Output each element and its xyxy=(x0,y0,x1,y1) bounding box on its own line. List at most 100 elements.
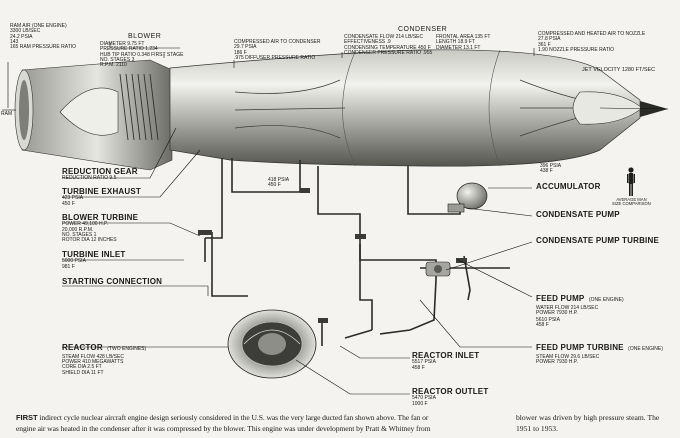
heated-air-line: 361 F xyxy=(538,41,551,48)
blower-block: DIAMETER 9.75 FT PRESSURE RATIO 1.234 HU… xyxy=(100,41,184,68)
ram-air-line: 3300 LB/SEC xyxy=(10,28,41,35)
turbine-inlet-callout: TURBINE INLET 5000 PSIA 981 F xyxy=(62,250,126,270)
reactor-sub: POWER 410 MEGAWATTS xyxy=(62,359,124,366)
feed-pump-turbine-sub: POWER 7930 H.P. xyxy=(536,359,578,366)
man-caption-line: AVERAGE MAN xyxy=(616,197,647,202)
heated-air-block: COMPRESSED AND HEATED AIR TO NOZZLE 27.8… xyxy=(538,31,646,53)
pipe-5610-label: 5610 PSIA 458 F xyxy=(536,317,560,329)
valves xyxy=(198,188,467,323)
ram-air-block: RAM AIR (ONE ENGINE) 3300 LB/SEC 24.2 PS… xyxy=(10,23,77,50)
ducted-fan-engine xyxy=(2,49,669,171)
steam-piping xyxy=(204,158,510,346)
pipe-396-label: 396 PSIA 438 F xyxy=(540,163,562,175)
reactor-outlet-sub: 1000 F xyxy=(412,400,428,407)
reactor-outlet-callout: REACTOR OUTLET 5470 PSIA 1000 F xyxy=(412,387,489,407)
turbine-exhaust-label: TURBINE EXHAUST xyxy=(62,187,142,196)
ram-side-label: RAM xyxy=(1,111,13,117)
blower-turbine-sub: ROTOR DIA 12 INCHES xyxy=(62,237,117,244)
man-caption: AVERAGE MAN SIZE COMPARISON xyxy=(612,197,651,207)
caption-column-2: blower was driven by high pressure steam… xyxy=(516,413,678,434)
accumulator-label: ACCUMULATOR xyxy=(536,182,601,191)
pipe-5610-line: 458 F xyxy=(536,322,549,329)
ram-air-line: 165 RAM PRESSURE RATIO xyxy=(10,44,77,50)
blower-line: R.P.M. 2110 xyxy=(100,62,127,68)
pipe-396-line: 438 F xyxy=(540,168,553,175)
blower-turbine-callout: BLOWER TURBINE POWER 49,100 H.P. 20,000 … xyxy=(62,213,139,244)
condenser-heading: CONDENSER xyxy=(398,26,448,33)
pipe-396-line: 396 PSIA xyxy=(540,163,562,169)
feed-pump-turbine-label: FEED PUMP TURBINE xyxy=(536,343,624,352)
caption-text: indirect cycle nuclear aircraft engine d… xyxy=(39,413,429,422)
turbine-inlet-label: TURBINE INLET xyxy=(62,250,126,259)
reactor-inlet-sub: 458 F xyxy=(412,364,425,371)
reactor-label-note: (TWO ENGINES) xyxy=(107,346,147,352)
pipe-418-line: 450 F xyxy=(268,182,281,189)
reactor-sub: SHIELD DIA 11 FT xyxy=(62,369,104,376)
starting-connection-label: STARTING CONNECTION xyxy=(62,277,163,286)
compressed-air-block: COMPRESSED AIR TO CONDENSER 29.7 PSIA 18… xyxy=(234,39,321,61)
compressed-air-line: .975 DIFFUSER PRESSURE RATIO xyxy=(234,54,316,61)
caption-lead: FIRST xyxy=(16,413,38,422)
heated-air-title: COMPRESSED AND HEATED AIR TO NOZZLE xyxy=(538,31,646,37)
leader-lines xyxy=(7,42,535,395)
starting-connection-callout: STARTING CONNECTION xyxy=(62,277,163,286)
feed-pump-label-note: (ONE ENGINE) xyxy=(588,297,624,303)
accumulator-tank xyxy=(447,182,488,213)
turbine-inlet-sub: 5000 PSIA xyxy=(62,258,86,265)
reactor-sub: STEAM FLOW 428 LB/SEC xyxy=(62,353,124,360)
feed-pump-label: FEED PUMP xyxy=(536,294,585,303)
condenser-dim-line: FRONTAL AREA 135 FT xyxy=(436,34,491,40)
condenser-block: CONDENSATE FLOW 214 LB/SEC EFFECTIVENESS… xyxy=(344,34,432,56)
condenser-dim-line: DIAMETER 13.1 FT xyxy=(436,44,481,51)
caption-text: engine air was heated in the condenser a… xyxy=(16,423,431,433)
reactor-inlet-callout: REACTOR INLET 5517 PSIA 458 F xyxy=(412,351,480,371)
caption-column-1: FIRST indirect cycle nuclear aircraft en… xyxy=(16,413,508,434)
blower-turbine-sub: 20,000 R.P.M. xyxy=(62,226,94,233)
blower-turbine-sub: POWER 49,100 H.P. xyxy=(62,221,109,228)
blower-turbine-sub: NO. STAGES 1 xyxy=(62,231,97,238)
condenser-line: CONDENSING TEMPERATURE 450 F xyxy=(344,44,431,51)
turbine-inlet-sub: 981 F xyxy=(62,263,75,270)
heated-air-line: 1.90 NOZZLE PRESSURE RATIO xyxy=(538,46,615,53)
heated-air-line: 27.8 PSIA xyxy=(538,36,561,43)
caption-text: 1951 to 1953. xyxy=(516,423,558,433)
caption-text: blower was driven by high pressure steam… xyxy=(516,413,660,422)
reduction-gear-label: REDUCTION GEAR xyxy=(62,167,138,176)
compressed-air-line: 186 F xyxy=(234,49,247,56)
reactor-inlet-label: REACTOR INLET xyxy=(412,351,480,360)
blower-line: NO. STAGES 3 xyxy=(100,56,135,63)
ram-air-title: RAM AIR (ONE ENGINE) xyxy=(10,23,67,29)
turbine-exhaust-sub: 450 F xyxy=(62,200,75,207)
reactor-vessel xyxy=(227,309,317,379)
man-caption-line: SIZE COMPARISON xyxy=(612,201,651,207)
condensate-pump-label: CONDENSATE PUMP xyxy=(536,210,620,219)
feed-pump-turbine-label-note: (ONE ENGINE) xyxy=(628,346,663,352)
ram-air-line: 143 xyxy=(10,38,19,45)
blower-line: DIAMETER 9.75 FT xyxy=(100,41,145,47)
reduction-gear-sub: REDUCTION RATIO 9.5 xyxy=(62,175,117,182)
ram-air-line: 24.2 PSIA xyxy=(10,33,33,40)
blower-turbine-label: BLOWER TURBINE xyxy=(62,213,139,222)
pipe-418-line: 418 PSIA xyxy=(268,177,290,183)
reactor-outlet-label: REACTOR OUTLET xyxy=(412,387,489,396)
compressed-air-title: COMPRESSED AIR TO CONDENSER xyxy=(234,39,321,45)
reduction-gear-callout: REDUCTION GEAR REDUCTION RATIO 9.5 xyxy=(62,167,138,182)
reactor-sub: CORE DIA 2.5 FT xyxy=(62,364,102,371)
condensate-pump-turbine-label: CONDENSATE PUMP TURBINE xyxy=(536,236,659,245)
condenser-dimensions-block: FRONTAL AREA 135 FT LENGTH 18.9 FT DIAME… xyxy=(436,34,491,51)
condenser-dim-line: LENGTH 18.9 FT xyxy=(436,39,475,46)
pipe-418-label: 418 PSIA 450 F xyxy=(268,177,290,189)
feed-pump-turbine-callout: FEED PUMP TURBINE (ONE ENGINE) STEAM FLO… xyxy=(536,338,663,365)
average-man-figure xyxy=(627,167,635,196)
blower-line: HUB TIP RATIO 0.348 FIRST STAGE xyxy=(100,51,184,58)
turbine-exhaust-callout: TURBINE EXHAUST 423 PSIA 450 F xyxy=(62,187,142,207)
condenser-line: EFFECTIVENESS .9 xyxy=(344,39,391,46)
feed-pump-turbine-sub: STEAM FLOW 29.6 LB/SEC xyxy=(536,353,600,360)
feed-pump-sub: WATER FLOW 214 LB/SEC xyxy=(536,304,599,311)
condensate-pump-unit xyxy=(425,261,451,277)
reactor-callout: REACTOR (TWO ENGINES) STEAM FLOW 428 LB/… xyxy=(62,338,146,376)
feed-pump-sub: POWER 7930 H.P. xyxy=(536,310,578,317)
condenser-line: CONDENSATE FLOW 214 LB/SEC xyxy=(344,34,424,40)
